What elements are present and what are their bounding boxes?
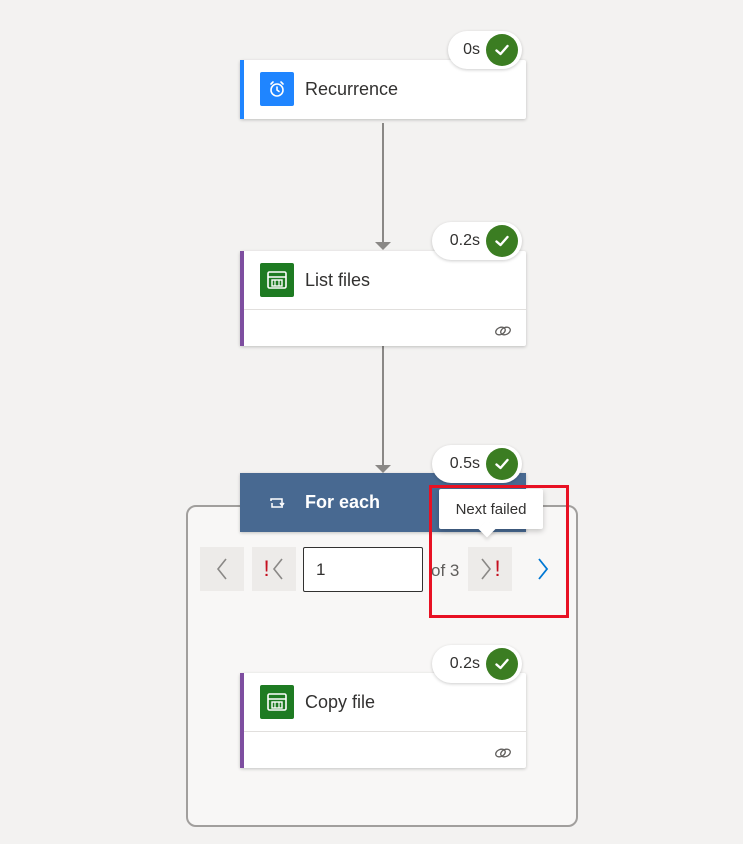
failed-marker-icon: ! [263, 556, 270, 581]
next-failed-button[interactable]: ! [468, 547, 512, 591]
file-storage-icon [260, 263, 294, 297]
card-accent-bar [240, 673, 244, 768]
connector-arrowhead [375, 465, 391, 473]
failed-marker-icon: ! [494, 556, 501, 581]
tooltip-text: Next failed [455, 500, 527, 518]
success-check-icon [486, 648, 518, 680]
chevron-right-icon [481, 558, 492, 580]
recurrence-card[interactable]: Recurrence [240, 60, 526, 119]
success-check-icon [486, 34, 518, 66]
card-accent-bar [240, 60, 244, 119]
card-title: Copy file [305, 691, 376, 712]
card-title: Recurrence [305, 78, 399, 99]
chevron-right-icon [538, 558, 549, 580]
success-check-icon [486, 448, 518, 480]
alarm-clock-icon [260, 72, 294, 106]
duration-label: 0.2s [449, 655, 480, 672]
highlight-box [429, 485, 569, 618]
previous-iteration-button[interactable] [200, 547, 244, 591]
run-status-badge: 0s [448, 31, 522, 69]
duration-label: 0s [463, 41, 480, 58]
run-status-badge: 0.2s [432, 222, 522, 260]
chevron-left-icon [216, 558, 227, 580]
loop-icon [268, 496, 286, 510]
connector-arrowhead [375, 242, 391, 250]
chevron-left-icon [272, 558, 283, 580]
copy-file-card[interactable]: Copy file [240, 673, 526, 768]
connector-line [382, 123, 384, 244]
duration-label: 0.2s [449, 232, 480, 249]
previous-failed-button[interactable]: ! [252, 547, 296, 591]
card-title: List files [305, 269, 371, 290]
file-storage-icon [260, 685, 294, 719]
connector-line [382, 346, 384, 467]
link-icon[interactable] [494, 746, 512, 760]
next-failed-tooltip: Next failed [439, 489, 543, 529]
for-each-title: For each [305, 492, 381, 512]
run-status-badge: 0.2s [432, 645, 522, 683]
link-icon[interactable] [494, 324, 512, 338]
iteration-number-input[interactable] [303, 547, 423, 592]
next-iteration-button[interactable] [526, 547, 560, 591]
card-divider [244, 309, 526, 310]
success-check-icon [486, 225, 518, 257]
run-status-badge: 0.5s [432, 445, 522, 483]
card-divider [244, 731, 526, 732]
iteration-count-label: of 3 [431, 561, 460, 580]
card-accent-bar [240, 251, 244, 346]
list-files-card[interactable]: List files [240, 251, 526, 346]
duration-label: 0.5s [449, 455, 480, 472]
